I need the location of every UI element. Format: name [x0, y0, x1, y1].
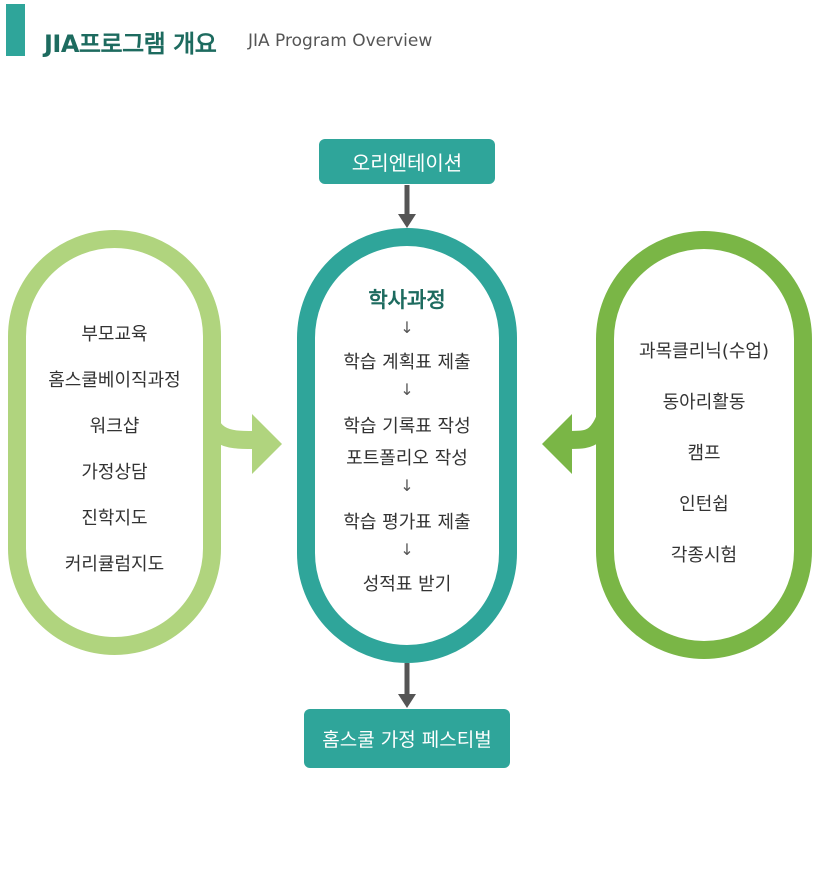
festival-label: 홈스쿨 가정 페스티벌	[322, 729, 492, 751]
left-arrow-head	[252, 414, 282, 474]
left-item: 커리큘럼지도	[64, 554, 165, 575]
right-oval-content: 과목클리닉(수업) 동아리활동 캠프 인턴쉽 각종시험	[596, 231, 812, 659]
festival-box: 홈스쿨 가정 페스티벌	[304, 709, 510, 768]
orientation-box: 오리엔테이션	[319, 139, 495, 184]
center-step: 학습 기록표 작성	[343, 416, 471, 437]
center-step: 성적표 받기	[362, 574, 452, 595]
left-item: 진학지도	[81, 508, 148, 529]
right-item: 동아리활동	[662, 392, 746, 413]
right-item: 캠프	[687, 443, 721, 464]
page-title: JIA프로그램 개요	[44, 30, 217, 58]
left-item: 부모교육	[81, 324, 148, 345]
orientation-label: 오리엔테이션	[351, 151, 463, 175]
top-connector-arrowhead	[398, 214, 416, 228]
left-item: 워크샵	[89, 416, 140, 437]
right-item: 인턴쉽	[679, 494, 729, 515]
right-item: 과목클리닉(수업)	[639, 341, 769, 362]
page-subtitle: JIA Program Overview	[248, 31, 433, 51]
arrow-down-icon: ↓	[400, 318, 414, 337]
left-item: 가정상담	[81, 462, 148, 483]
right-item: 각종시험	[670, 545, 738, 566]
header-accent-bar	[6, 4, 25, 56]
right-arrow-head	[542, 414, 572, 474]
center-step: 학습 계획표 제출	[343, 352, 471, 373]
left-oval-content: 부모교육 홈스쿨베이직과정 워크샵 가정상담 진학지도 커리큘럼지도	[8, 230, 221, 655]
arrow-down-icon: ↓	[400, 540, 414, 559]
arrow-down-icon: ↓	[400, 380, 414, 399]
center-step: 학습 평가표 제출	[343, 512, 471, 533]
center-oval	[297, 228, 517, 663]
bottom-connector-arrowhead	[398, 694, 416, 708]
center-oval-content: 학사과정 ↓ 학습 계획표 제출 ↓ 학습 기록표 작성 포트폴리오 작성 ↓ …	[297, 228, 517, 663]
center-oval-title: 학사과정	[368, 288, 446, 312]
left-item: 홈스쿨베이직과정	[48, 370, 181, 391]
center-step: 포트폴리오 작성	[346, 448, 468, 469]
arrow-down-icon: ↓	[400, 476, 414, 495]
